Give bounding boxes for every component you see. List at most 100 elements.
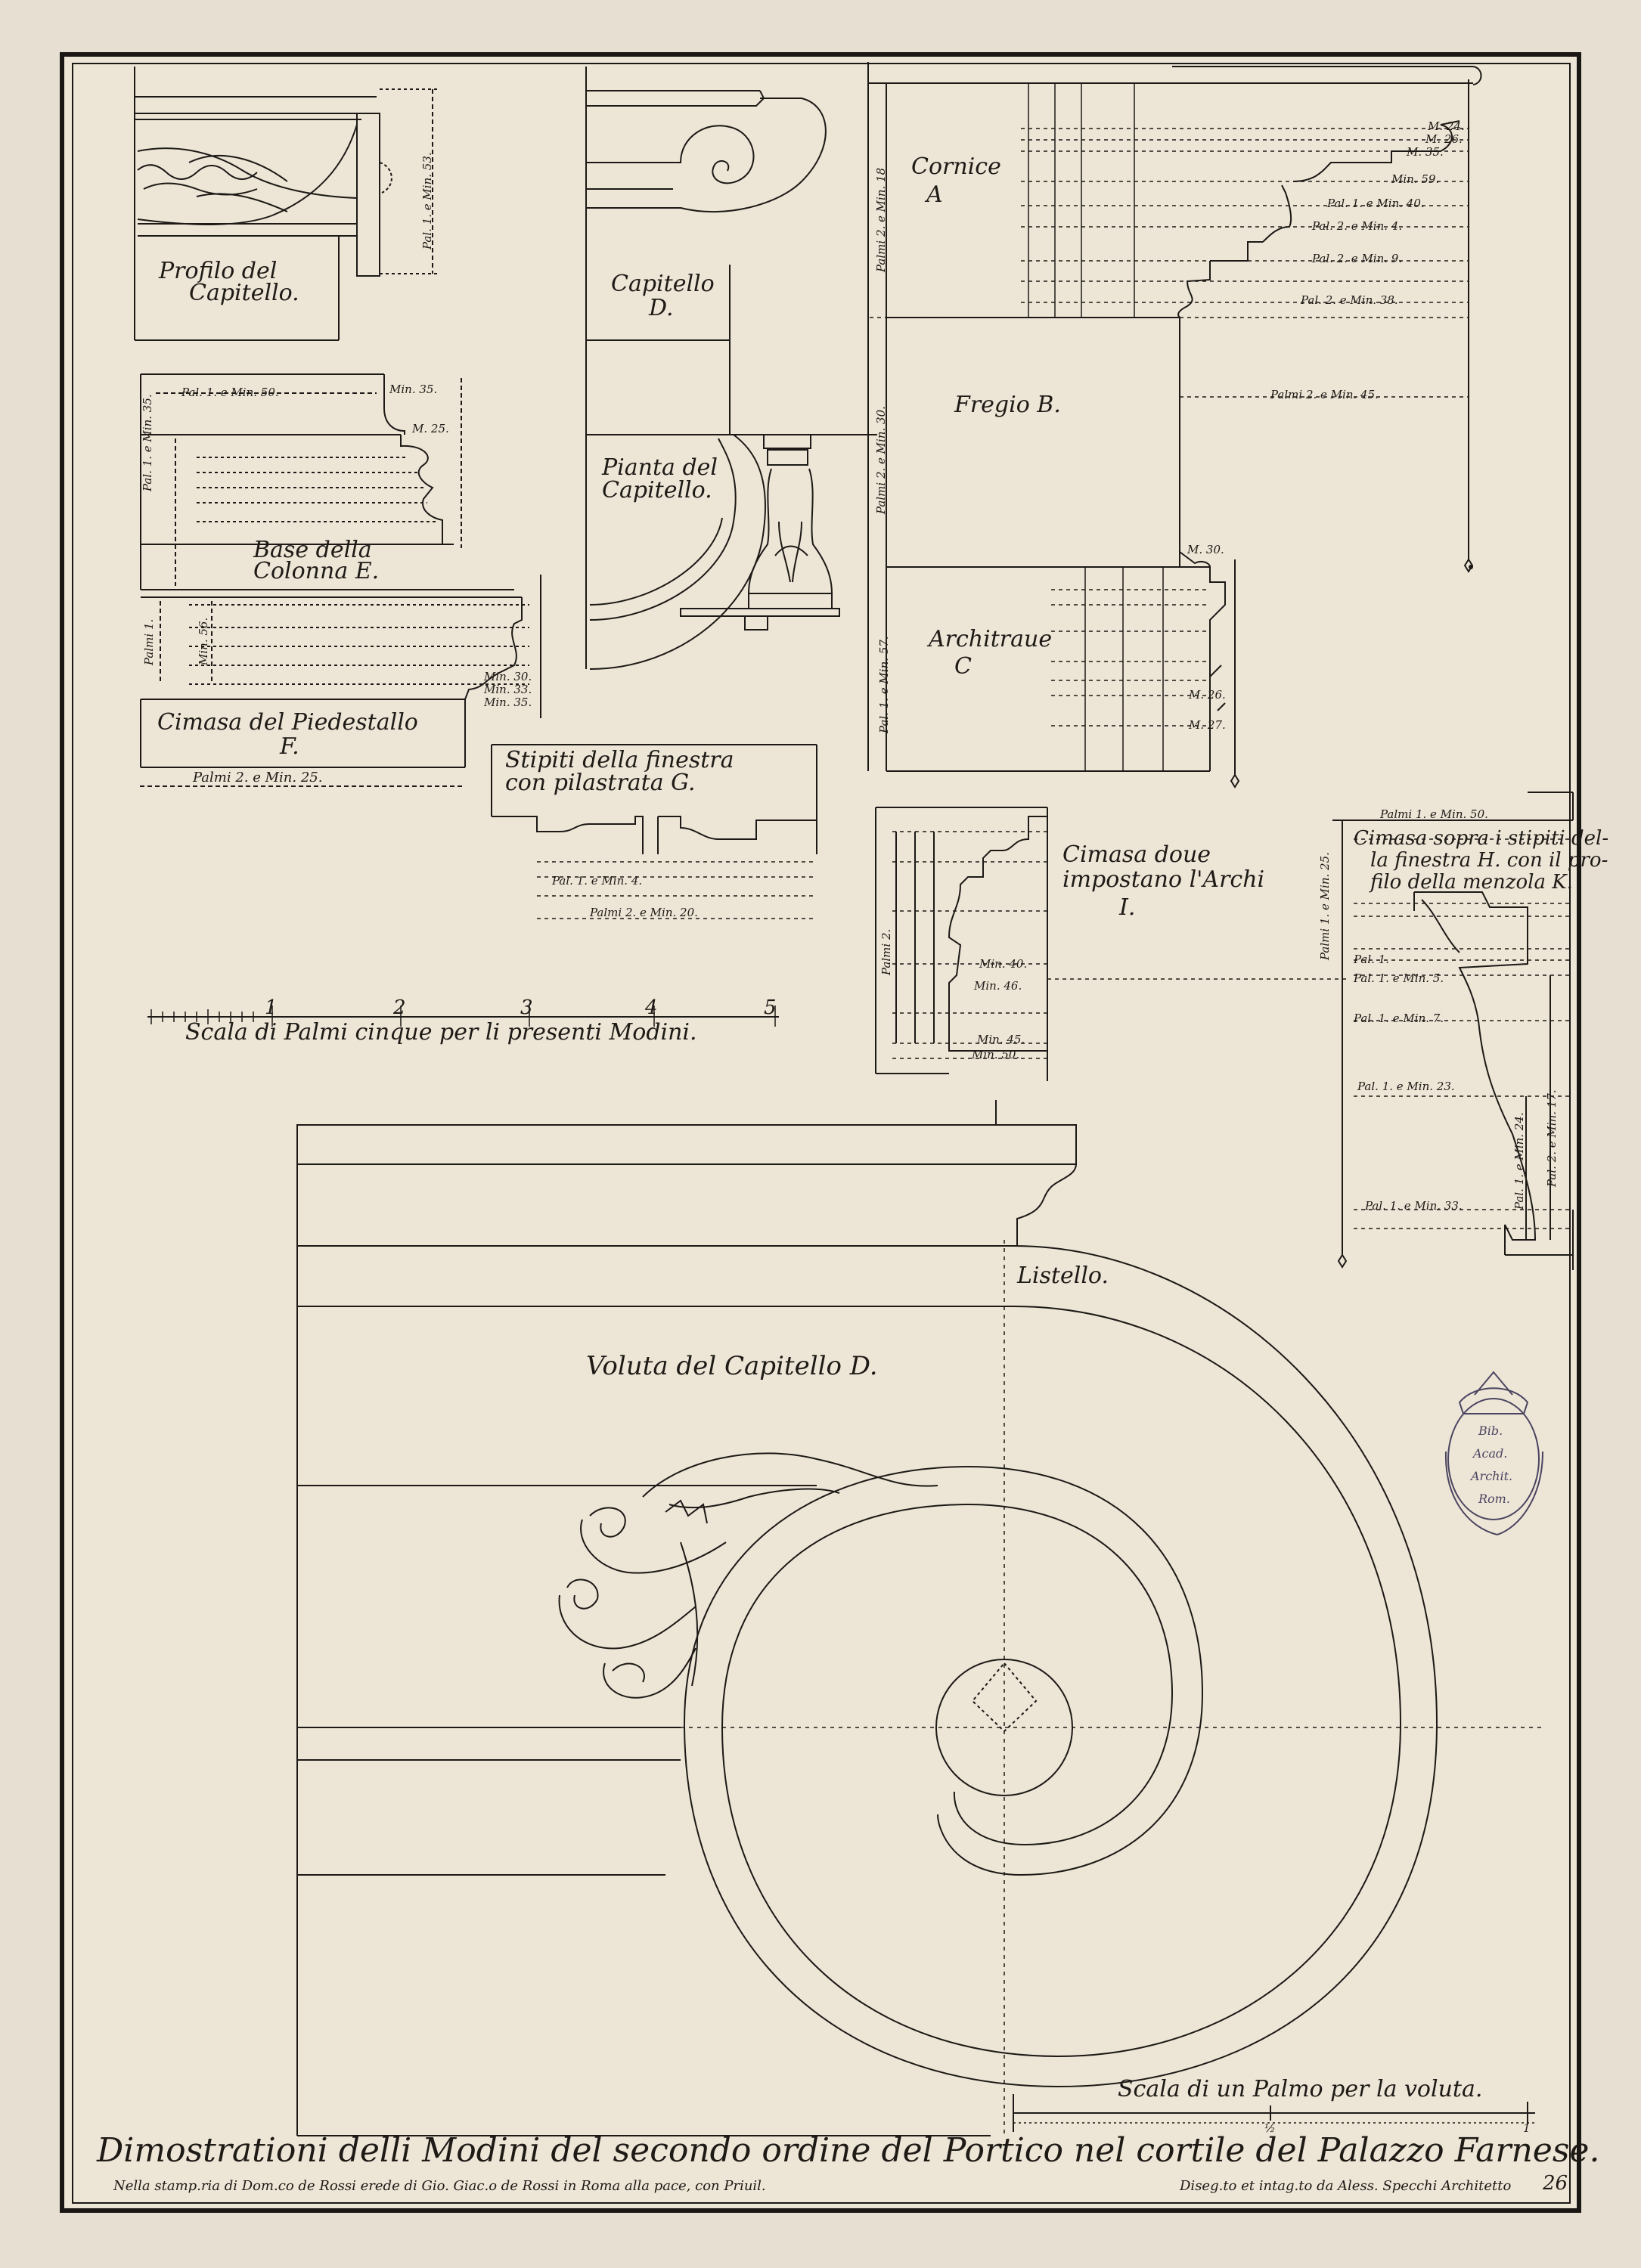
scale-number-2: 2 bbox=[393, 996, 406, 1019]
dim-label: Palmi 2. e Min. 30. bbox=[874, 406, 888, 514]
capitello-d-label: Capitello bbox=[611, 271, 715, 297]
engraver-line: Diseg.to et intag.to da Aless. Specchi A… bbox=[1180, 2178, 1512, 2194]
cimasa-piedestallo-label: Cimasa del Piedestallo bbox=[157, 709, 418, 736]
dim-label: M. 35. bbox=[1407, 145, 1444, 159]
cimasa-piedestallo-drawing bbox=[140, 575, 541, 787]
capitello-d-drawing bbox=[585, 67, 877, 669]
dim-label: Min. 30. bbox=[484, 670, 532, 683]
dim-label: Pal. 1. e Min. 35. bbox=[141, 394, 154, 491]
dim-label: Min. 35. bbox=[389, 383, 438, 396]
dim-label: Palmi 1. bbox=[142, 618, 156, 665]
dim-label: M. 24. bbox=[1428, 119, 1465, 133]
dim-label: Min. 35. bbox=[484, 696, 532, 709]
dim-label: Pal. 1. e Min. 57. bbox=[877, 636, 891, 733]
publisher-line: Nella stamp.ria di Dom.co de Rossi erede… bbox=[113, 2178, 766, 2194]
scale-number-4: 4 bbox=[645, 996, 658, 1019]
cimasa-archi-label-2: impostano l'Archi bbox=[1062, 866, 1265, 893]
dim-label: Min. 59. bbox=[1391, 172, 1440, 186]
stamp-text: Bib. bbox=[1478, 1424, 1503, 1438]
cornice-label: Cornice bbox=[911, 153, 1001, 180]
cimasa-archi-label-3: I. bbox=[1119, 894, 1136, 921]
dim-label: Min. 46. bbox=[974, 979, 1022, 993]
capitello-d-label-2: D. bbox=[649, 295, 674, 321]
base-colonna-drawing bbox=[140, 373, 462, 590]
cimasa-sopra-label: Cimasa sopra i stipiti del- bbox=[1354, 827, 1609, 850]
scala-voluta-label: Scala di un Palmo per la voluta. bbox=[1118, 2076, 1483, 2102]
dim-label: M. 30. bbox=[1187, 543, 1224, 556]
dim-label: Pal. 1. e Min. 40. bbox=[1327, 197, 1425, 210]
voluta-scale-one: 1 bbox=[1523, 2121, 1531, 2135]
stamp-text: Rom. bbox=[1478, 1492, 1510, 1506]
voluta-scale-half: ½ bbox=[1264, 2121, 1276, 2135]
architraue-label: Architraue bbox=[929, 626, 1053, 652]
dim-label: M. 27. bbox=[1189, 718, 1226, 732]
profilo-capitello-label-2: Capitello. bbox=[189, 280, 299, 306]
voluta-capitello-drawing bbox=[296, 1100, 1543, 2136]
cimasa-sopra-label-3: filo della menzola K. bbox=[1370, 871, 1573, 894]
dim-label: Pal. 2. e Min. 4. bbox=[1312, 219, 1403, 233]
dim-label: Pal. 1. e Min. 50. bbox=[181, 386, 279, 399]
dim-label: Palmi 1. e Min. 50. bbox=[1380, 807, 1488, 821]
dim-label: M. 26. bbox=[1425, 132, 1463, 146]
dim-label: Pal. 1. e Min. 23. bbox=[1357, 1080, 1455, 1093]
menzola-drawing bbox=[1332, 792, 1574, 1270]
scala-palmi-label: Scala di Palmi cinque per li presenti Mo… bbox=[185, 1019, 697, 1046]
stipiti-label: Stipiti della finestra bbox=[505, 747, 734, 773]
stipiti-label-2: con pilastrata G. bbox=[505, 770, 696, 796]
scale-number-3: 3 bbox=[520, 996, 533, 1019]
cimasa-sopra-label-2: la finestra H. con il pro- bbox=[1370, 849, 1608, 872]
dim-label: M. 25. bbox=[412, 422, 449, 435]
dim-label: Min. 33. bbox=[484, 683, 532, 696]
dim-label: Pal. 1. e Min. 5. bbox=[1354, 971, 1444, 985]
dim-label: Palmi 2. e Min. 18 bbox=[874, 167, 888, 272]
dim-label: Min. 50. bbox=[972, 1048, 1020, 1061]
scale-number-5: 5 bbox=[764, 996, 777, 1019]
cimasa-archi-label: Cimasa doue bbox=[1062, 841, 1211, 868]
plate-title: Dimostrationi delli Modini del secondo o… bbox=[97, 2131, 1600, 2170]
base-colonna-label: Base della bbox=[253, 537, 372, 563]
dim-label: Pal. 1. e Min. 53. bbox=[420, 152, 434, 249]
profilo-capitello-label: Profilo del bbox=[159, 258, 278, 284]
dim-label: Palmi 2. bbox=[879, 928, 893, 975]
dim-label: Pal. 2. e Min. 9. bbox=[1312, 252, 1403, 265]
inner-border bbox=[72, 63, 1571, 2204]
stamp-text: Acad. bbox=[1473, 1446, 1508, 1461]
cornice-label-2: A bbox=[926, 181, 943, 208]
dim-label: Palmi 2. e Min. 25. bbox=[193, 770, 323, 785]
pianta-capitello-label: Pianta del bbox=[602, 454, 718, 481]
listello-label: Listello. bbox=[1017, 1263, 1109, 1289]
dim-label: Min. 45. bbox=[977, 1033, 1025, 1046]
cimasa-archi-drawing bbox=[875, 807, 1346, 1081]
scale-number-1: 1 bbox=[265, 996, 278, 1019]
dim-label: Pal. 1. e Min. 7. bbox=[1354, 1012, 1444, 1025]
stipiti-finestra-drawing bbox=[491, 744, 817, 919]
architraue-label-2: C bbox=[954, 653, 972, 680]
dim-label: Pal. 2. e Min. 38. bbox=[1301, 293, 1398, 307]
voluta-label: Voluta del Capitello D. bbox=[586, 1351, 878, 1381]
dim-label: Pal. 1. e Min. 4. bbox=[552, 874, 643, 888]
dim-label: Palmi 2. e Min. 45. bbox=[1270, 388, 1379, 401]
dim-label: Palmi 2. e Min. 20. bbox=[590, 906, 698, 919]
scala-palmi-drawing bbox=[147, 1005, 779, 1027]
cimasa-piedestallo-label-2: F. bbox=[280, 733, 299, 760]
library-stamp bbox=[1444, 1371, 1543, 1535]
dim-label: Pal. 2. e Min. 17. bbox=[1545, 1089, 1559, 1187]
profilo-capitello-drawing bbox=[134, 67, 439, 341]
outer-border bbox=[60, 52, 1581, 2213]
dim-label: Min. 40. bbox=[979, 957, 1028, 971]
base-colonna-label-2: Colonna E. bbox=[253, 558, 380, 584]
dim-label: Pal. 1. e Min. 33. bbox=[1365, 1199, 1463, 1213]
dim-label: M. 26. bbox=[1189, 688, 1226, 702]
dim-label: Palmi 1. e Min. 25. bbox=[1318, 852, 1332, 960]
fregio-label: Fregio B. bbox=[954, 392, 1061, 418]
pianta-capitello-drawing bbox=[589, 434, 840, 670]
page-number: 26 bbox=[1543, 2172, 1568, 2195]
dim-label: Min. 56. bbox=[197, 617, 210, 665]
plate-area bbox=[62, 53, 1581, 2208]
pianta-capitello-label-2: Capitello. bbox=[602, 477, 712, 503]
dim-label: Pal. 1. e Min. 24. bbox=[1512, 1112, 1526, 1210]
stamp-text: Archit. bbox=[1471, 1469, 1513, 1483]
cornice-fregio-architrave-drawing bbox=[867, 62, 1482, 789]
dim-label: Pal. 1. bbox=[1354, 953, 1390, 966]
